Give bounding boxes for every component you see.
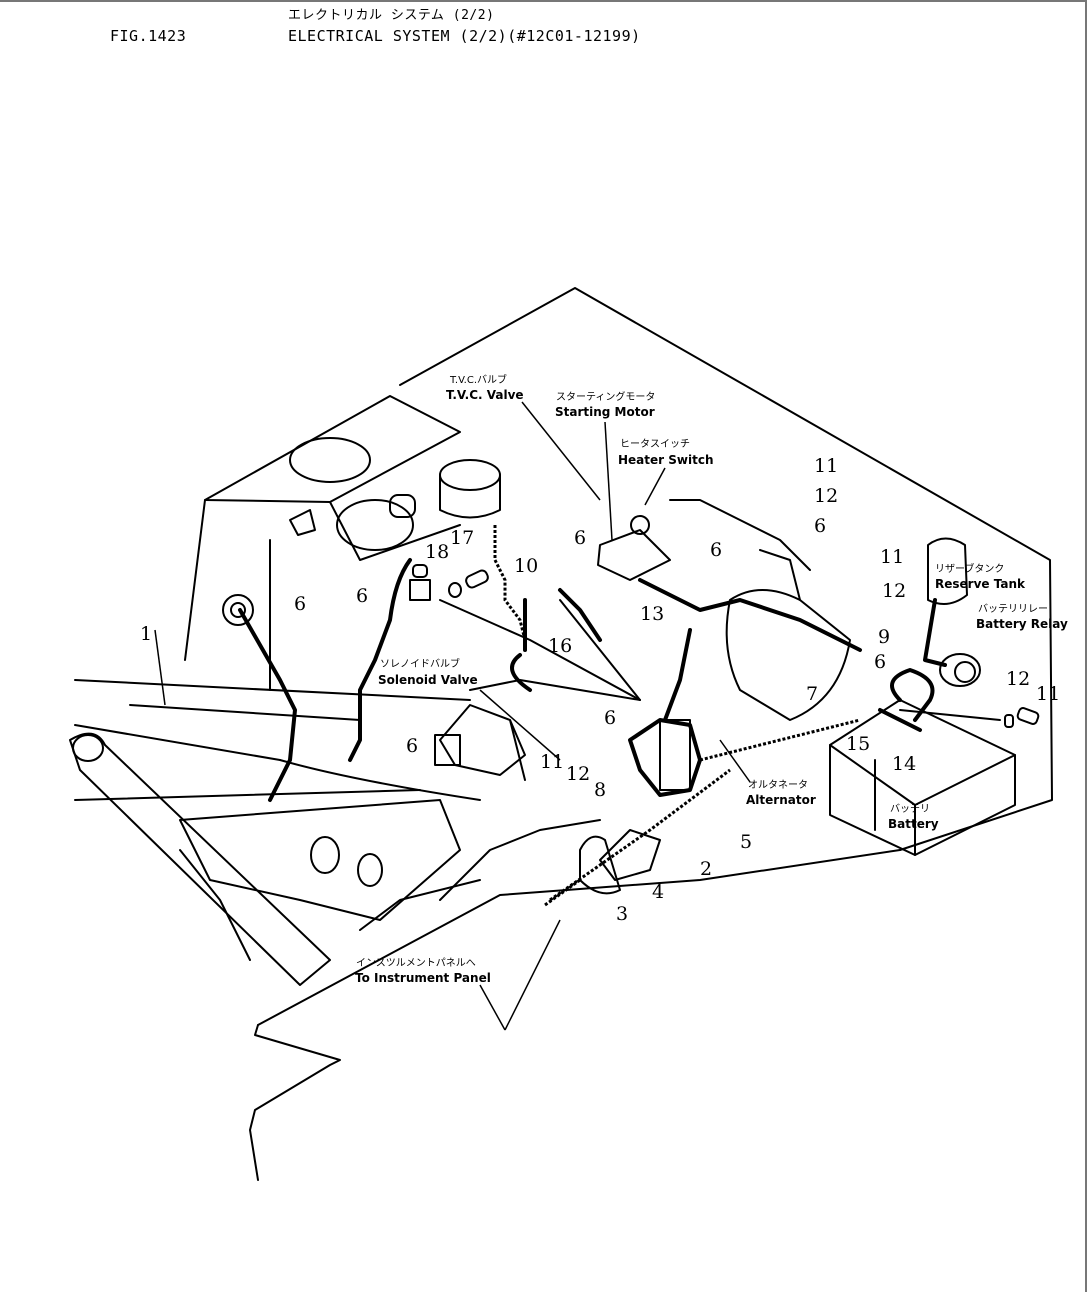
starting-motor <box>597 515 671 581</box>
reserve-tank <box>923 537 968 667</box>
callout-10: 10 <box>514 555 538 577</box>
callout-6: 6 <box>710 539 722 561</box>
callout-11: 11 <box>1036 683 1060 705</box>
battery-label: Battery <box>888 817 939 831</box>
callout-9: 9 <box>878 626 890 648</box>
battery-relay <box>939 653 981 687</box>
callout-6: 6 <box>814 515 826 537</box>
callout-11: 11 <box>814 455 838 477</box>
callout-15: 15 <box>846 733 870 755</box>
callout-16: 16 <box>548 635 572 657</box>
reserve-tank-label: Reserve Tank <box>935 577 1026 591</box>
callout-12: 12 <box>566 763 590 785</box>
callout-12: 12 <box>1006 668 1030 690</box>
battery-relay-label: Battery Relay <box>976 617 1068 631</box>
callout-18: 18 <box>425 541 449 563</box>
chassis-frame <box>69 679 481 986</box>
callout-1: 1 <box>140 623 152 645</box>
callout-6: 6 <box>874 651 886 673</box>
tvc-valve-label-jp: T.V.C.バルブ <box>449 373 507 386</box>
callout-2: 2 <box>700 858 712 880</box>
callout-4: 4 <box>652 881 664 903</box>
callout-17: 17 <box>450 527 474 549</box>
callout-14: 14 <box>892 753 916 775</box>
callout-11: 11 <box>540 751 564 773</box>
instrument-panel-label-jp: インスツルメントパネルへ <box>356 957 476 969</box>
starting-motor-label-jp: スターティングモータ <box>556 390 655 403</box>
instrument-panel-label: To Instrument Panel <box>355 971 491 985</box>
reserve-tank-label-jp: リザーブタンク <box>935 562 1004 575</box>
battery-label-jp: バッテリ <box>890 803 930 815</box>
callout-12: 12 <box>882 580 906 602</box>
callout-6: 6 <box>574 527 586 549</box>
heater-switch-label: Heater Switch <box>618 453 713 467</box>
title-english: ELECTRICAL SYSTEM (2/2)(#12C01-12199) <box>288 27 641 45</box>
heater-switch-label-jp: ヒータスイッチ <box>620 438 690 450</box>
alternator-label-jp: オルタネータ <box>748 779 808 791</box>
callout-7: 7 <box>806 683 818 705</box>
solenoid-valve-label-jp: ソレノイドバルブ <box>380 657 460 670</box>
starting-motor-label: Starting Motor <box>555 405 655 419</box>
alternator-label: Alternator <box>746 793 816 807</box>
component-labels: T.V.C.バルブ T.V.C. Valve スターティングモータ Starti… <box>355 373 1068 985</box>
callout-8: 8 <box>594 779 606 801</box>
engine-block <box>184 395 501 691</box>
callout-11: 11 <box>880 546 904 568</box>
callout-6: 6 <box>604 707 616 729</box>
callout-13: 13 <box>640 603 664 625</box>
solenoid-valve <box>434 704 526 781</box>
tvc-valve-label: T.V.C. Valve <box>446 388 524 402</box>
callout-5: 5 <box>740 831 752 853</box>
battery-relay-label-jp: バッテリリレー <box>978 603 1048 615</box>
callout-12: 12 <box>814 485 838 507</box>
callout-6: 6 <box>406 735 418 757</box>
figure-number: FIG.1423 <box>110 27 187 45</box>
leader-lines <box>154 401 751 1031</box>
callout-6: 6 <box>294 593 306 615</box>
battery <box>829 699 1016 856</box>
horn <box>222 594 254 626</box>
callouts: 1 2 3 4 5 6 6 6 6 6 6 6 6 7 8 9 10 11 11… <box>140 455 1060 925</box>
solenoid-valve-label: Solenoid Valve <box>378 673 478 687</box>
fittings <box>409 564 489 601</box>
title-japanese: エレクトリカル システム (2/2) <box>288 8 495 23</box>
wiring-harness <box>238 525 692 907</box>
callout-3: 3 <box>616 903 628 925</box>
machine-outline <box>249 287 1053 1181</box>
alternator-assembly <box>638 499 862 721</box>
battery-cables <box>699 668 1040 762</box>
callout-6: 6 <box>356 585 368 607</box>
